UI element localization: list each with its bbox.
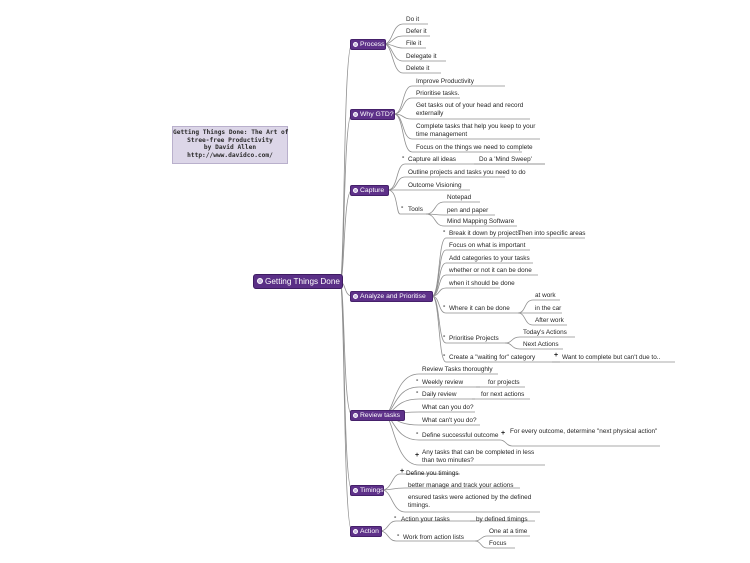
link-action — [339, 281, 353, 532]
topic-process[interactable]: Process — [350, 39, 386, 50]
subtopic[interactable]: for next actions — [481, 391, 525, 398]
globe-icon — [257, 278, 263, 284]
central-topic[interactable]: Getting Things Done — [253, 274, 343, 289]
subtopic[interactable]: Want to complete but can't due to.. — [562, 354, 661, 361]
subtopic[interactable]: Mind Mapping Software — [447, 218, 515, 225]
subtopic[interactable]: Define you timings — [406, 470, 459, 477]
note-author-line: by David Allen — [203, 144, 257, 152]
subtopic[interactable]: better manage and track your actions — [408, 482, 514, 489]
subtopic[interactable]: What can't you do? — [422, 417, 477, 424]
collapse-icon[interactable]: - — [394, 514, 397, 521]
topic-why-gtd[interactable]: Why GTD? — [350, 109, 395, 120]
expand-icon[interactable]: + — [400, 468, 405, 475]
topic-action[interactable]: Action — [350, 526, 382, 537]
subtopic[interactable]: whether or not it can be done — [449, 267, 532, 274]
subtopic[interactable]: Get tasks out of your head and record ex… — [416, 102, 524, 117]
subtopic[interactable]: Focus on the things we need to complete — [416, 144, 533, 151]
subtopic[interactable]: Focus on what is important — [449, 242, 526, 249]
note-title-line: Getting Things Done: The Art of — [173, 129, 289, 136]
collapse-icon[interactable]: - — [397, 532, 400, 539]
subtopic[interactable]: File it — [406, 40, 422, 47]
collapse-icon[interactable]: - — [416, 389, 419, 396]
subtopic[interactable]: Outcome Visioning — [408, 182, 462, 189]
subtopic[interactable]: Action your tasks — [401, 516, 450, 523]
subtopic[interactable]: Capture all ideas — [408, 156, 456, 163]
topic-review-label: Review tasks — [360, 412, 401, 419]
note-url-line: http://www.davidco.com/ — [187, 151, 273, 159]
subtopic[interactable]: pen and paper — [447, 207, 489, 214]
globe-icon — [353, 41, 358, 47]
subtopic[interactable]: Prioritise Projects — [449, 335, 499, 342]
globe-icon — [353, 187, 358, 193]
collapse-icon[interactable]: - — [443, 228, 446, 235]
expand-icon[interactable]: + — [415, 452, 420, 459]
subtopic[interactable]: Define successful outcome — [422, 432, 499, 439]
topic-analyze[interactable]: Analyze and Prioritise — [350, 291, 433, 302]
subtopic[interactable]: in the car — [535, 305, 562, 312]
subtopic[interactable]: when it should be done — [449, 280, 515, 287]
subtopic[interactable]: Prioritise tasks. — [416, 90, 460, 97]
topic-action-label: Action — [360, 528, 379, 535]
subtopic[interactable]: Notepad — [447, 194, 472, 201]
subtopic[interactable]: at work — [535, 292, 556, 299]
subtopic[interactable]: Create a "waiting for" category — [449, 354, 536, 361]
subtopic[interactable]: Work from action lists — [403, 534, 464, 541]
subtopic[interactable]: Tools — [408, 206, 423, 213]
topic-analyze-label: Analyze and Prioritise — [360, 293, 426, 300]
note-subtitle-line: Stree-free Productivity — [187, 136, 273, 144]
subtopic[interactable]: Weekly review — [422, 379, 464, 386]
subtopic[interactable]: Where it can be done — [449, 305, 510, 312]
subtopic[interactable]: for projects — [488, 379, 520, 386]
subtopic[interactable]: Outline projects and tasks you need to d… — [408, 169, 526, 176]
subtopic[interactable]: Then into specific areas — [518, 230, 586, 237]
subtopic[interactable]: One at a time — [489, 528, 528, 535]
subtopic[interactable]: Do a 'Mind Sweep' — [479, 156, 532, 163]
subtopic[interactable]: by defined timings — [476, 516, 528, 523]
central-topic-label: Getting Things Done — [265, 277, 340, 286]
subtopic[interactable]: Complete tasks that help you keep to you… — [416, 123, 536, 138]
globe-icon — [353, 412, 358, 418]
subtopic[interactable]: Do it — [406, 16, 420, 23]
subtopic[interactable]: Defer it — [406, 28, 427, 35]
book-info-note: Getting Things Done: The Art of Stree-fr… — [172, 126, 288, 164]
collapse-icon[interactable]: - — [416, 377, 419, 384]
subtopic[interactable]: For every outcome, determine "next physi… — [510, 428, 658, 435]
subtopic[interactable]: Break it down by projects — [449, 230, 521, 237]
subtopic[interactable]: Daily review — [422, 391, 457, 398]
topic-timings[interactable]: Timings — [350, 485, 384, 496]
subtopic[interactable]: Today's Actions — [523, 329, 567, 336]
collapse-icon[interactable]: - — [416, 430, 419, 437]
collapse-icon[interactable]: - — [401, 204, 404, 211]
subtopic[interactable]: Delete it — [406, 65, 430, 72]
globe-icon — [353, 293, 358, 299]
expand-icon[interactable]: + — [554, 352, 559, 359]
subtopic[interactable]: Next Actions — [523, 341, 559, 348]
collapse-icon[interactable]: - — [443, 333, 446, 340]
globe-icon — [353, 528, 358, 534]
link-why — [339, 113, 353, 282]
subtopic[interactable]: Add categories to your tasks — [449, 255, 530, 262]
expand-icon[interactable]: + — [501, 430, 506, 437]
subtopic[interactable]: Improve Productivity — [416, 78, 474, 85]
collapse-icon[interactable]: - — [443, 303, 446, 310]
globe-icon — [353, 111, 358, 117]
subtopic[interactable]: After work — [535, 317, 564, 324]
subtopic[interactable]: What can you do? — [422, 404, 474, 411]
subtopic[interactable]: ensured tasks were actioned by the defin… — [408, 494, 532, 509]
topic-timings-label: Timings — [360, 487, 384, 494]
subtopic[interactable]: Focus — [489, 540, 507, 547]
topic-why-gtd-label: Why GTD? — [360, 111, 394, 118]
topic-capture[interactable]: Capture — [350, 185, 389, 196]
globe-icon — [353, 487, 358, 493]
subtopic[interactable]: Delegate it — [406, 53, 437, 60]
topic-capture-label: Capture — [360, 187, 385, 194]
collapse-icon[interactable]: - — [402, 154, 405, 161]
topic-process-label: Process — [360, 41, 385, 48]
subtopic[interactable]: Any tasks that can be completed in less … — [422, 449, 535, 464]
collapse-icon[interactable]: - — [443, 352, 446, 359]
topic-review-tasks[interactable]: Review tasks — [350, 410, 405, 421]
subtopic[interactable]: Review Tasks thoroughly — [422, 366, 493, 373]
